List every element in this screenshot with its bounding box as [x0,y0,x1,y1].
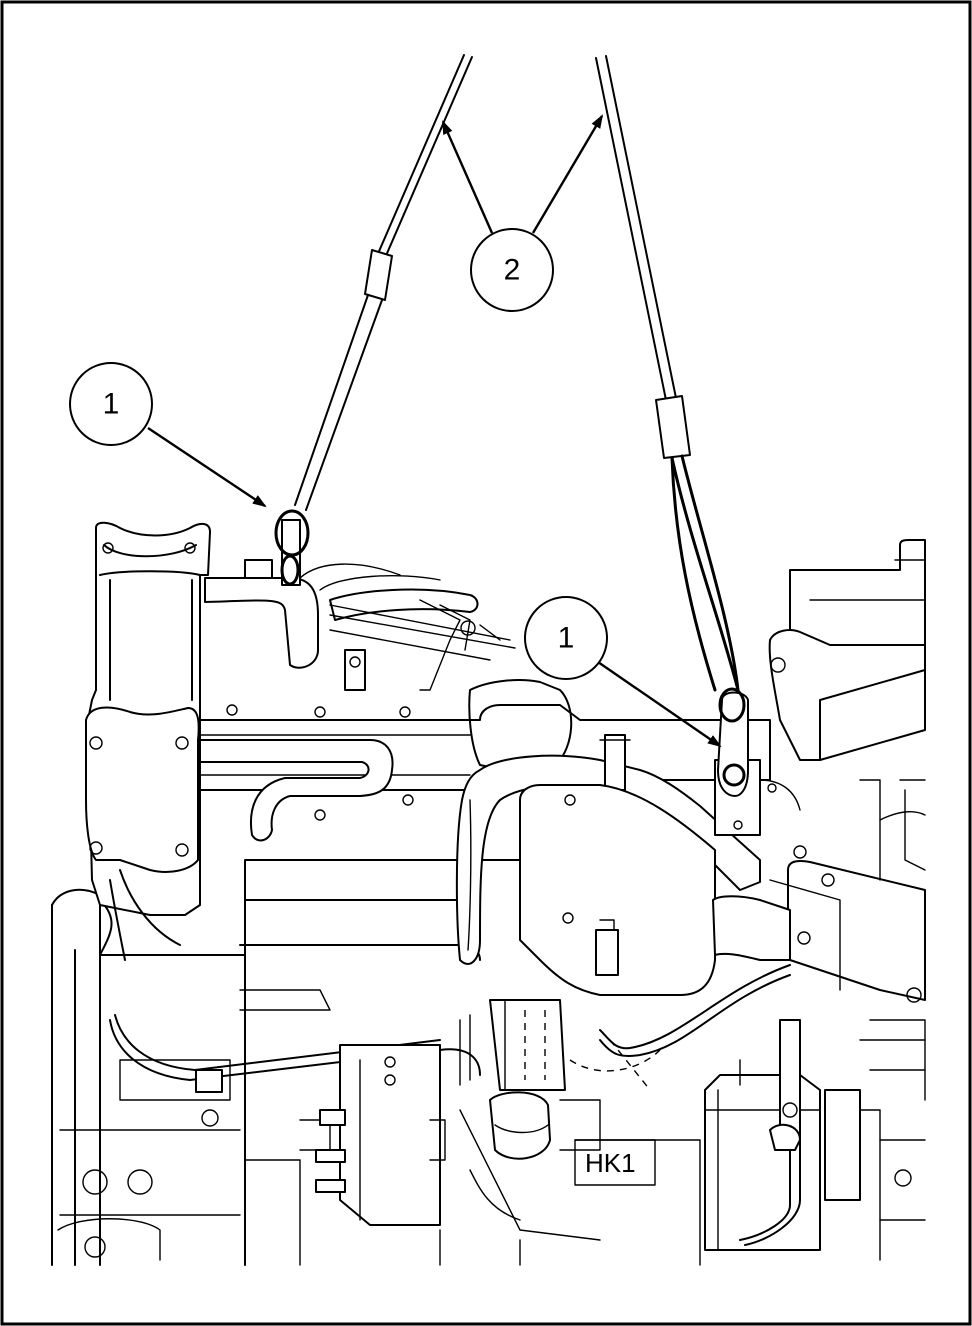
injection-pump [315,999,701,1266]
starter-motor [704,1019,926,1261]
lifting-chain [294,54,740,692]
front-housing [85,521,211,961]
center-bracket [519,784,716,996]
engine-block [51,859,521,1266]
callout-1-right-label: 1 [558,622,575,655]
callout-1-left: 1 [69,362,153,446]
left-lifting-eye [244,509,310,586]
callout-leaders [147,114,722,748]
callout-1-left-label: 1 [103,388,120,421]
coolant-hoses [199,563,516,842]
center-hose [455,734,761,965]
right-lifting-eye [714,687,801,836]
callout-2: 2 [470,228,554,312]
casting-mark-group: HK1 [574,1139,656,1186]
casting-mark: HK1 [585,1148,636,1178]
callout-2-label: 2 [504,254,521,287]
callout-1-right: 1 [524,596,608,680]
dashed-hidden-lines [569,1039,661,1091]
right-structure [712,539,926,1101]
